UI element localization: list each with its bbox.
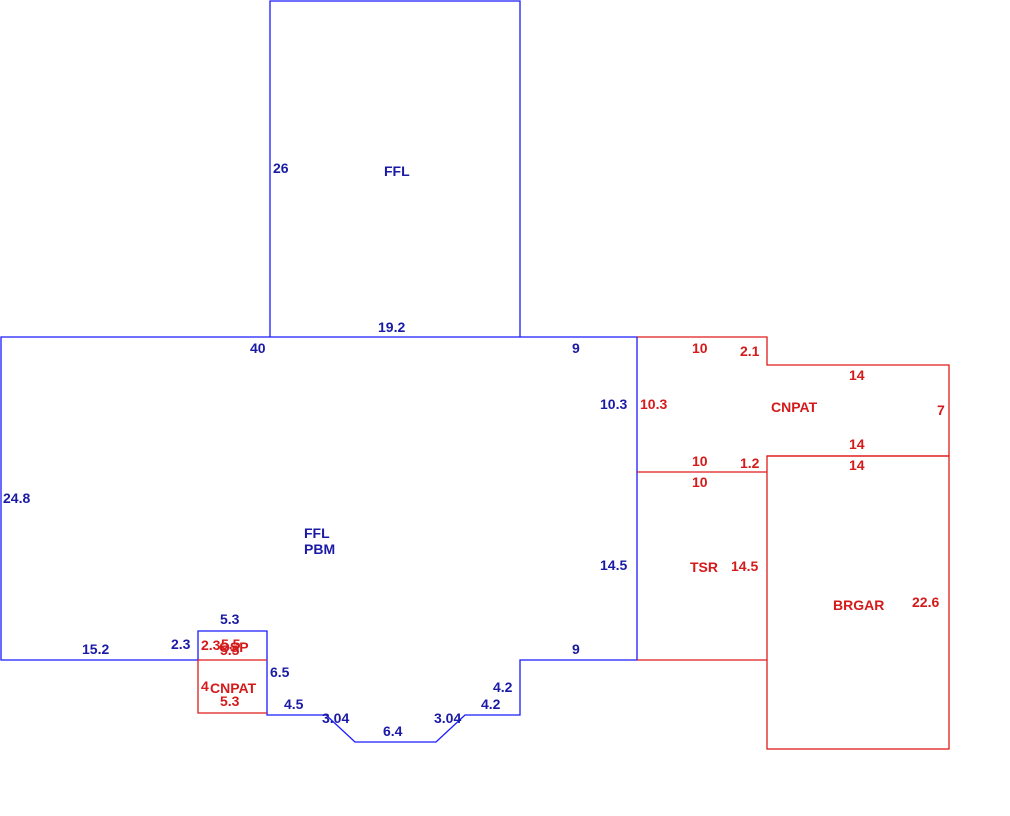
dim-main-right-upper: 10.3 [600, 396, 627, 412]
dim-cnpat-step: 2.1 [740, 343, 760, 359]
dim-bay-e: 4.2 [493, 679, 513, 695]
dim-bump-top: 5.3 [220, 611, 240, 627]
dim-tsr-right: 14.5 [731, 558, 758, 574]
dim-bay-d: 3.04 [434, 710, 461, 726]
dim-osp-left: 2.3 [201, 637, 221, 653]
dim-main-top-right: 9 [572, 340, 580, 356]
dim-bay-a: 4.5 [284, 696, 304, 712]
dim-brgar-top: 14 [849, 457, 865, 473]
dim-cnpat-bottom-left: 10 [692, 453, 708, 469]
area-label-tsr: TSR [690, 559, 718, 575]
dim-osp-bottom: 5.5 [220, 642, 240, 658]
dim-main-right-lower: 14.5 [600, 557, 627, 573]
dim-bay-b: 3.04 [322, 710, 349, 726]
dim-cnpat-left: 10.3 [640, 396, 667, 412]
dim-osp-right: 5.5 [221, 636, 241, 652]
area-label-main-pbm: PBM [304, 541, 335, 557]
dim-small-cnpat-left: 4 [201, 678, 209, 694]
dim-bay-c: 6.4 [383, 723, 403, 739]
upper-ffl-outline [269, 0, 521, 337]
dim-bump-right: 6.5 [270, 664, 290, 680]
dim-cnpat-top-left: 10 [692, 340, 708, 356]
dim-main-bottom-left: 15.2 [82, 641, 109, 657]
small-cnpat-outline [197, 660, 267, 714]
dim-tsr-top: 10 [692, 474, 708, 490]
dim-upper-left: 26 [273, 160, 289, 176]
dim-cnpat-bottom-step: 1.2 [740, 455, 760, 471]
area-label-upper-ffl: FFL [384, 163, 410, 179]
area-label-small-cnpat: CNPAT [210, 680, 257, 696]
dim-bay-f: 4.2 [481, 696, 501, 712]
area-label-brgar: BRGAR [833, 597, 884, 613]
main-house-outline [0, 336, 638, 743]
dim-main-bottom-right: 9 [572, 641, 580, 657]
cnpat-top-outline [637, 336, 950, 456]
dim-cnpat-right: 7 [937, 402, 945, 418]
area-label-cnpat-top: CNPAT [771, 399, 818, 415]
dim-brgar-right: 22.6 [912, 594, 939, 610]
dim-cnpat-bottom-right: 14 [849, 436, 865, 452]
dim-small-cnpat-bottom: 5.3 [220, 693, 240, 709]
dim-main-left: 24.8 [3, 490, 30, 506]
dim-main-top-left: 40 [250, 340, 266, 356]
brgar-outline [766, 455, 950, 750]
dim-upper-bottom: 19.2 [378, 319, 405, 335]
dim-cnpat-top-right: 14 [849, 367, 865, 383]
dim-bump-left: 2.3 [171, 636, 191, 652]
area-label-osp: OSP [219, 639, 249, 655]
area-label-main-ffl: FFL [304, 525, 330, 541]
